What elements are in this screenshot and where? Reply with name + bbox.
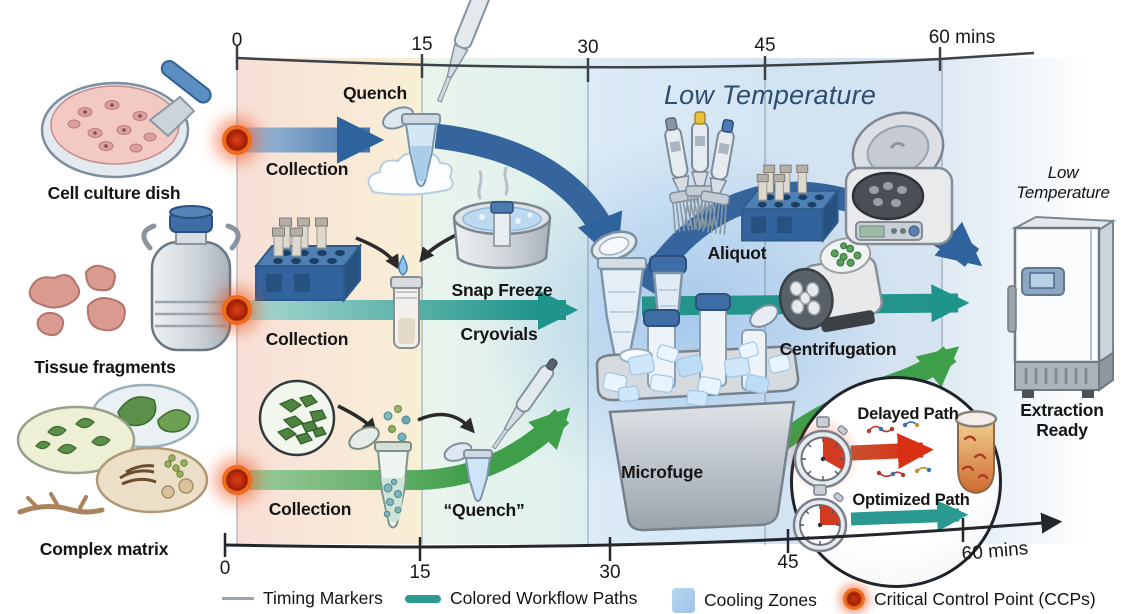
quench-tube-icon — [382, 106, 441, 187]
falling-beads-icon — [383, 405, 411, 442]
multichannel-pipette-icon — [664, 111, 735, 236]
cooling-zone-title: Low Temperature — [663, 80, 877, 110]
bottom-tick-label: 45 — [777, 552, 799, 573]
bottom-tick-label: 15 — [409, 562, 431, 583]
station-label-microfuge: Microfuge — [621, 462, 703, 482]
ice-pile-icon — [367, 152, 454, 196]
degraded-molecules-icon — [866, 421, 932, 478]
phase-label-collection: Collection — [268, 499, 352, 519]
top-tick-label: 60 mins — [928, 27, 996, 48]
ccp-marker — [222, 295, 252, 325]
droplet-icon — [398, 254, 408, 276]
step-label-cryovials: Cryovials — [460, 324, 538, 344]
stopwatch-delayed-icon — [793, 416, 853, 489]
optimized-arrow-icon — [850, 500, 969, 532]
source-label: Complex matrix — [39, 539, 169, 559]
timing-marker-line-icon — [222, 597, 254, 600]
rotor-icon — [778, 237, 884, 333]
tissue-fragments-icon — [28, 264, 126, 337]
legend-cooling-zones: Cooling Zones — [672, 588, 817, 613]
ccp-dot-icon — [843, 588, 865, 610]
ice-bucket-icon — [595, 293, 800, 532]
transfer-arrow-icon — [417, 412, 475, 434]
timing-marker-30 — [587, 58, 589, 545]
legend-label: Timing Markers — [263, 588, 383, 608]
inset-delayed-label: Delayed Path — [857, 405, 959, 423]
step-label-quench: Quench — [343, 83, 407, 103]
destination-condition-label: Low Temperature — [1016, 163, 1110, 202]
quench-tube-small-icon — [443, 442, 493, 502]
top-tick-label: 0 — [231, 30, 243, 51]
legend-label: Colored Workflow Paths — [450, 588, 638, 608]
snap-freeze-bath-icon — [452, 166, 552, 270]
transfer-arrow-icon — [419, 232, 459, 263]
inset-optimized-label: Optimized Path — [852, 491, 970, 509]
dewar-icon — [141, 205, 241, 352]
cell-scraper-icon — [148, 60, 212, 138]
cooling-zone-swatch-icon — [672, 588, 695, 613]
ccp-marker — [222, 465, 252, 495]
cell-culture-dish-icon — [40, 60, 212, 179]
top-tick-label: 45 — [754, 35, 776, 56]
top-tick-label: 15 — [411, 34, 433, 55]
station-label-centrifugation: Centrifugation — [779, 339, 897, 359]
destination-status-label: Extraction Ready — [1020, 400, 1104, 441]
source-label: Tissue fragments — [34, 357, 176, 377]
station-label-aliquot: Aliquot — [707, 243, 767, 263]
bottom-tick-label: 0 — [219, 558, 231, 579]
step-label-quench-quoted: “Quench” — [443, 500, 525, 520]
freezer-icon — [1007, 215, 1117, 398]
stopwatch-optimized-icon — [792, 484, 848, 553]
pipette-icon — [436, 0, 493, 103]
top-tick-label: 30 — [577, 37, 599, 58]
tube-rack-icon — [255, 217, 361, 301]
legend-workflow-paths: Colored Workflow Paths — [405, 588, 637, 609]
ccp-marker — [222, 125, 252, 155]
bottom-tick-label: 30 — [599, 562, 621, 583]
step-label-snap-freeze: Snap Freeze — [451, 280, 553, 300]
bucket-tube-icon — [699, 305, 727, 387]
phase-label-collection: Collection — [265, 159, 349, 179]
workflow-path-line-icon — [405, 594, 441, 603]
cryovial-icon — [390, 276, 423, 349]
centrifuge-icon — [844, 111, 954, 246]
phase-label-collection: Collection — [265, 329, 349, 349]
tube-rack-icon — [741, 164, 839, 242]
transfer-arrow-icon — [355, 236, 400, 270]
bead-tube-icon — [348, 426, 412, 529]
legend-timing-markers: Timing Markers — [222, 588, 383, 609]
pipette-icon — [491, 358, 558, 450]
legend-label: Cooling Zones — [704, 590, 817, 610]
delayed-arrow-icon — [850, 433, 934, 470]
chopped-leaves-inset-icon — [258, 379, 336, 457]
legend-ccp: Critical Control Point (CCPs) — [843, 588, 1096, 610]
source-label: Cell culture dish — [47, 183, 181, 203]
complex-matrix-icon — [16, 383, 209, 515]
degraded-sample-tube-icon — [954, 410, 998, 495]
legend-label: Critical Control Point (CCPs) — [874, 588, 1096, 609]
